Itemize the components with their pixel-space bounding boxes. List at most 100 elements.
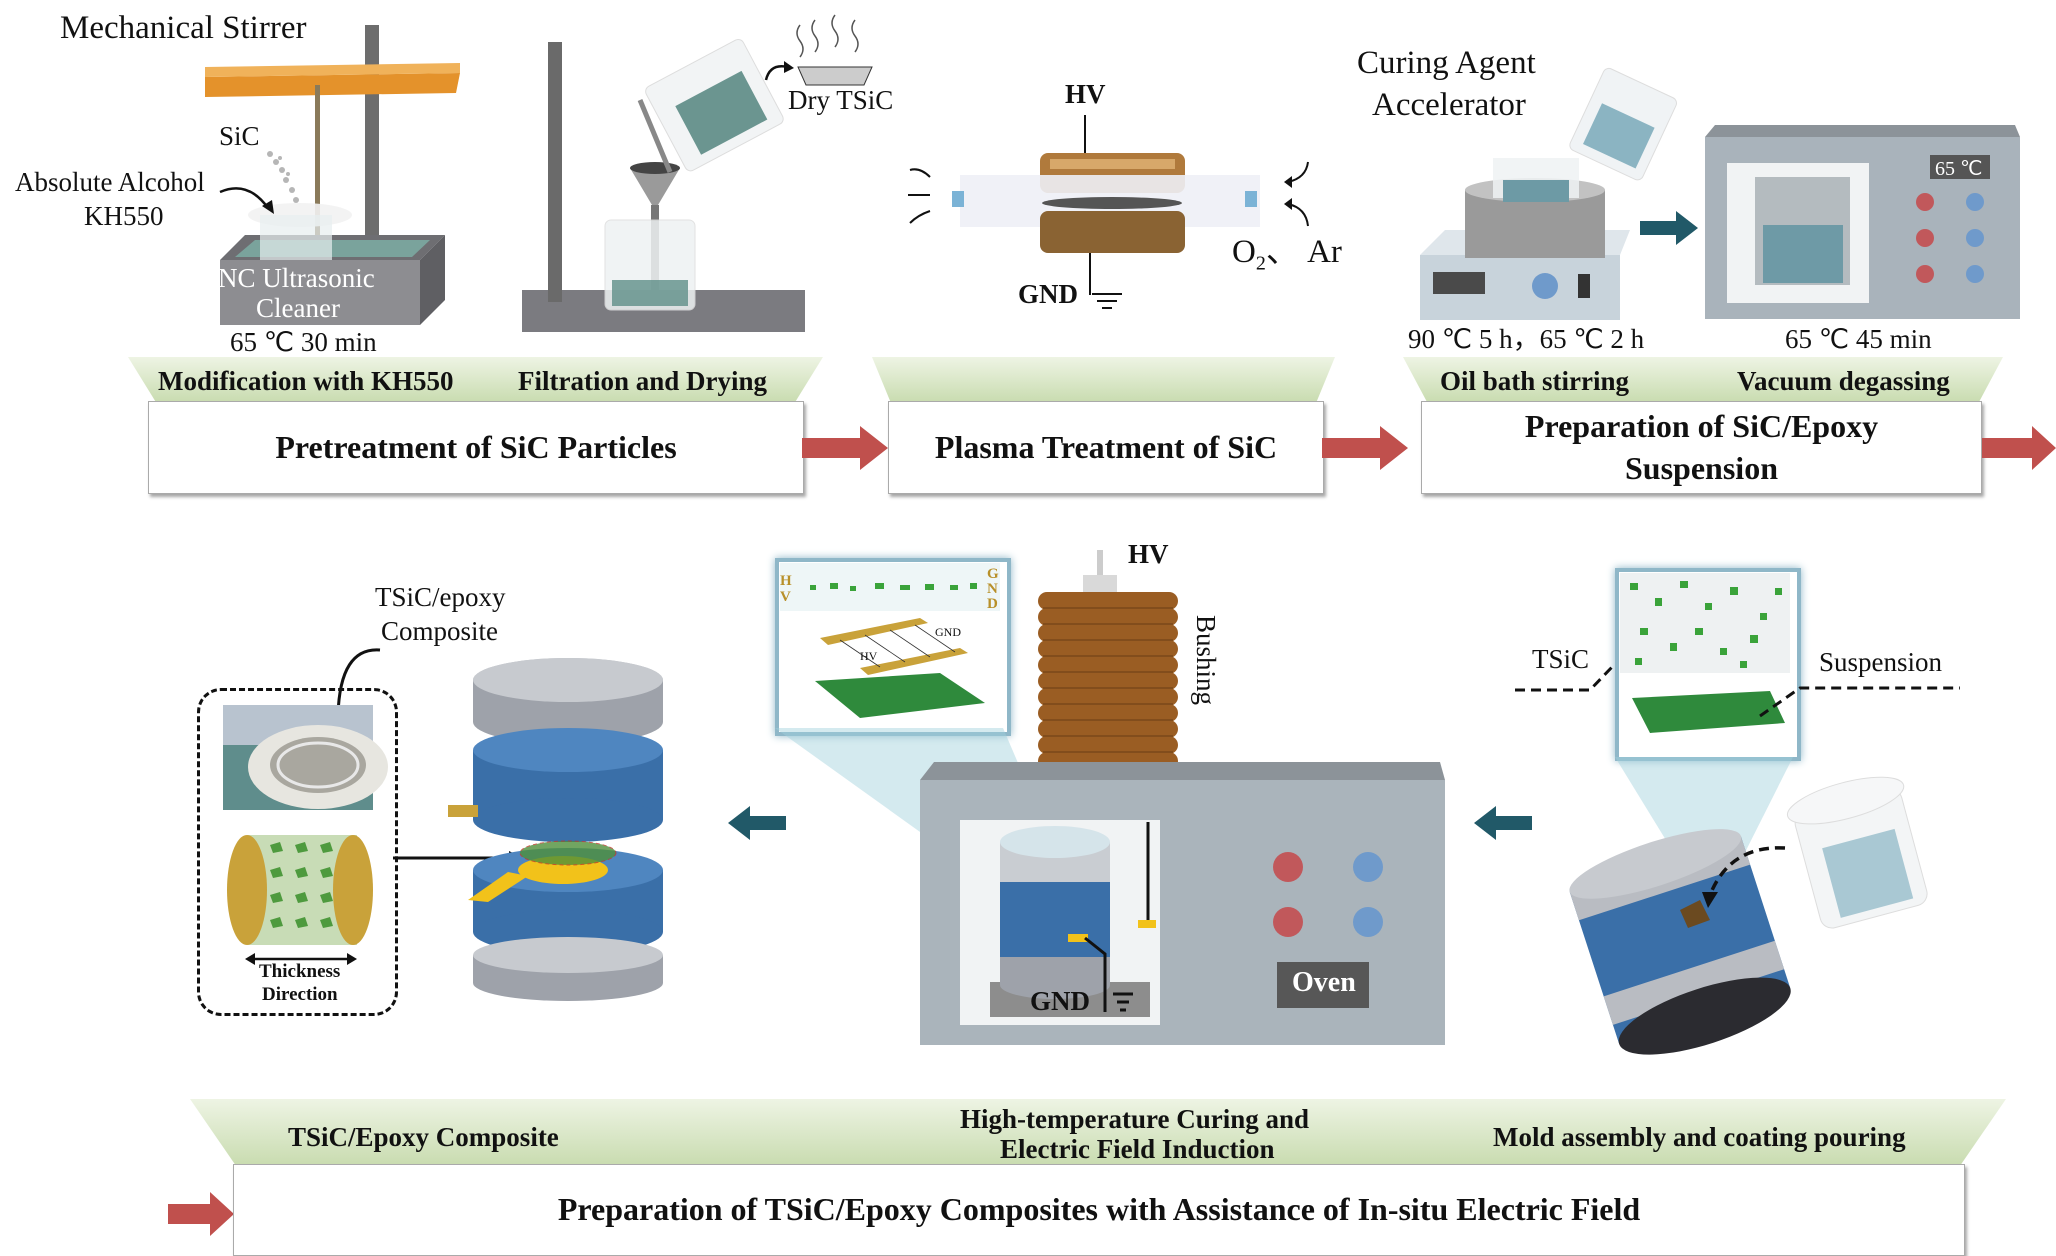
pour-dashed-arrow-icon xyxy=(1702,846,1786,908)
pour-mold-illustration xyxy=(1569,829,1791,1055)
stirrer-shaft xyxy=(315,85,320,285)
composite-cylinder-illustration xyxy=(227,835,373,945)
plasma-hv-label: HV xyxy=(1065,79,1106,109)
oil-bath-stirrer-illustration xyxy=(1420,158,1630,320)
stage3-title-box: Preparation of SiC/Epoxy Suspension xyxy=(1421,401,1982,494)
bushing-label: Bushing xyxy=(1191,615,1221,706)
gas-inlet-arrows-icon xyxy=(1284,161,1309,227)
sample-cavity xyxy=(519,840,617,866)
thickness-label-line2: Direction xyxy=(262,984,338,1005)
bottom-substep-curing-line2: Electric Field Induction xyxy=(1000,1134,1275,1164)
inset-hv-h: H xyxy=(780,573,792,589)
tsic-dashed-leader xyxy=(1515,664,1615,692)
stand-base xyxy=(522,290,805,332)
stage2-title-box: Plasma Treatment of SiC xyxy=(888,401,1324,494)
process-arrow-right-icon xyxy=(1640,211,1698,245)
stage1-substep-filtration: Filtration and Drying xyxy=(518,366,768,396)
vacuum-oven-illustration xyxy=(1705,125,2020,319)
stage1-title-box: Pretreatment of SiC Particles xyxy=(148,401,804,494)
stage1-title: Pretreatment of SiC Particles xyxy=(275,428,677,465)
dry-tsic-label: Dry TSiC xyxy=(788,85,894,115)
suspension-beaker-icon xyxy=(1786,776,1928,929)
stage3-substep-banner xyxy=(1403,357,2003,402)
inset-bar-hv: HV xyxy=(860,649,878,663)
mechanical-stirrer-illustration xyxy=(205,25,460,325)
suspension-dashed-leader xyxy=(1759,686,1960,718)
cleaner-label-line2: Cleaner xyxy=(256,293,340,323)
absolute-alcohol-label: Absolute Alcohol xyxy=(15,167,205,197)
oven-gnd-label: GND xyxy=(1030,986,1090,1016)
bottom-title-box: Preparation of TSiC/Epoxy Composites wit… xyxy=(233,1164,1965,1256)
stage3-title-line2: Suspension xyxy=(1625,449,1778,486)
stage3-substep-oil-bath: Oil bath stirring xyxy=(1440,366,1630,396)
dry-tsic-dish-icon xyxy=(764,14,873,86)
suspension-label: Suspension xyxy=(1819,647,1943,677)
process-arrow-left-1-icon xyxy=(728,806,786,840)
inset-bar-gnd: GND xyxy=(935,625,961,639)
vacuum-oven-display: 65 ℃ xyxy=(1935,158,1983,180)
curved-arrow-icon xyxy=(219,187,274,214)
flow-arrow-2-icon xyxy=(1322,426,1408,470)
stage2-substep-banner xyxy=(872,357,1335,402)
gas-o: O xyxy=(1232,234,1256,270)
stage3-title-line1: Preparation of SiC/Epoxy xyxy=(1524,407,1879,444)
sic-powder-icon xyxy=(267,151,299,203)
hotplate-knob xyxy=(1532,273,1558,299)
oven-ground-symbol-icon xyxy=(1113,992,1133,1012)
hotplate-body xyxy=(1420,255,1620,320)
cleaner-label-line1: NC Ultrasonic xyxy=(218,263,375,293)
curing-agent-label-line1: Curing Agent xyxy=(1357,45,1536,81)
suspension-inset-illustration xyxy=(1620,573,1790,733)
inset-gnd-g: G xyxy=(987,566,999,582)
ultrasonic-cleaner-box xyxy=(220,260,420,325)
bushing-hv-label: HV xyxy=(1128,539,1169,569)
aligned-composite-slab xyxy=(815,673,985,718)
field-inset-illustration xyxy=(780,563,1000,718)
stage1-substep-modification: Modification with KH550 xyxy=(158,366,454,396)
sic-label: SiC xyxy=(219,121,260,151)
composite-detail-frame xyxy=(197,688,398,1016)
stirrer-plate xyxy=(205,73,460,97)
stage1-substep-banner xyxy=(128,357,823,402)
bottom-substep-mold: Mold assembly and coating pouring xyxy=(1493,1122,1906,1152)
bottom-title: Preparation of TSiC/Epoxy Composites wit… xyxy=(557,1191,1641,1228)
oil-bath-condition: 90 ℃ 5 h，65 ℃ 2 h xyxy=(1408,324,1645,354)
composite-photo xyxy=(223,705,388,810)
modification-condition: 65 ℃ 30 min xyxy=(230,327,377,357)
gas-label: O2、 Ar xyxy=(1232,234,1342,275)
curing-oven-illustration xyxy=(920,762,1445,1045)
filtration-stand-illustration xyxy=(522,39,805,332)
gas-ar: 、 Ar xyxy=(1265,234,1342,270)
exploded-mold-illustration xyxy=(448,658,663,1001)
pouring-beaker-icon xyxy=(1569,67,1677,181)
bottom-substep-composite: TSiC/Epoxy Composite xyxy=(288,1122,559,1152)
flow-arrow-3-icon xyxy=(1982,426,2056,470)
stirrer-label: Mechanical Stirrer xyxy=(60,10,307,46)
kh550-label: KH550 xyxy=(84,201,164,231)
bottom-substep-banner xyxy=(190,1099,2006,1165)
composite-label-line2: Composite xyxy=(381,616,499,646)
bushing-illustration xyxy=(1038,550,1178,770)
ground-symbol-icon xyxy=(1092,293,1122,309)
thickness-label-line1: Thickness xyxy=(259,961,341,982)
stage3-substep-vacuum: Vacuum degassing xyxy=(1737,366,1950,396)
gas-subscript: 2 xyxy=(1255,252,1266,275)
curing-agent-label-line2: Accelerator xyxy=(1372,87,1526,123)
bottom-substep-curing-line1: High-temperature Curing and xyxy=(960,1104,1309,1134)
tsic-label: TSiC xyxy=(1532,644,1590,674)
plasma-gnd-label: GND xyxy=(1018,279,1078,309)
inset-hv-v: V xyxy=(780,589,791,605)
stage2-title: Plasma Treatment of SiC xyxy=(934,428,1278,465)
funnel xyxy=(630,168,680,205)
thickness-double-arrow-icon xyxy=(245,953,357,965)
inset-gnd-n: N xyxy=(987,581,998,597)
oven-label: Oven xyxy=(1292,967,1356,998)
inset-gnd-d: D xyxy=(987,596,998,612)
process-arrow-left-2-icon xyxy=(1474,806,1532,840)
composite-label-line1: TSiC/epoxy xyxy=(375,582,506,612)
flow-arrow-1-icon xyxy=(802,426,888,470)
vacuum-condition: 65 ℃ 45 min xyxy=(1785,324,1932,354)
flow-arrow-4-icon xyxy=(168,1192,234,1236)
plasma-reactor-illustration xyxy=(908,115,1260,295)
lower-electrode xyxy=(1040,211,1185,253)
